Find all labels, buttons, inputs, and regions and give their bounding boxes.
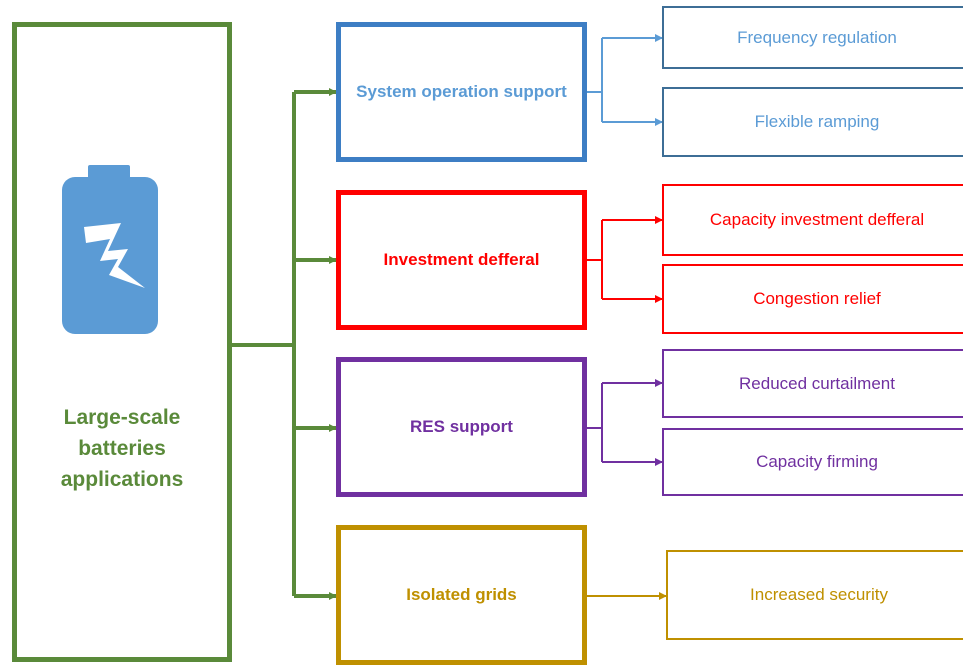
category-system-operation-support: System operation support	[336, 22, 587, 162]
battery-lightning-icon	[62, 165, 158, 334]
leaf-label: Flexible ramping	[754, 112, 880, 131]
leaf-increased-security: Increased security	[666, 550, 963, 640]
root-connectors	[232, 88, 337, 600]
leaf-capacity-firming: Capacity firming	[662, 428, 963, 496]
category-label: Isolated grids	[406, 585, 517, 604]
leaf-label: Capacity firming	[756, 452, 878, 471]
leaf-frequency-regulation: Frequency regulation	[662, 6, 963, 69]
leaf-capacity-investment-defferal: Capacity investment defferal	[662, 184, 963, 256]
root-label: Large-scale batteries applications	[60, 406, 184, 491]
root-box: Large-scale batteries applications	[12, 22, 232, 662]
leaf-label: Reduced curtailment	[739, 373, 895, 393]
category-isolated-grids: Isolated grids	[336, 525, 587, 665]
category-investment-defferal: Investment defferal	[336, 190, 587, 330]
leaf-label: Frequency regulation	[737, 27, 897, 47]
leaf-label: Capacity investment defferal	[709, 210, 925, 229]
category-res-support: RES support	[336, 357, 587, 497]
system-operation-connectors	[587, 34, 663, 126]
leaf-label: Increased security	[750, 585, 888, 604]
category-label: Investment defferal	[383, 250, 540, 269]
category-label: System operation support	[356, 82, 567, 101]
leaf-flexible-ramping: Flexible ramping	[662, 87, 963, 157]
leaf-reduced-curtailment: Reduced curtailment	[662, 349, 963, 418]
investment-connectors	[587, 216, 663, 303]
category-label: RES support	[410, 417, 513, 436]
leaf-label: Congestion relief	[753, 289, 881, 308]
res-connectors	[587, 379, 663, 466]
leaf-congestion-relief: Congestion relief	[662, 264, 963, 334]
